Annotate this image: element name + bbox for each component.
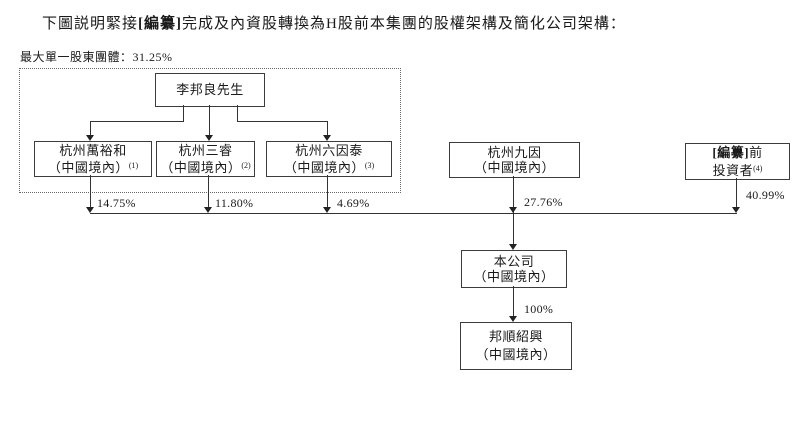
arrow-down-icon — [509, 316, 517, 322]
company-location: （中國境內） — [473, 269, 555, 284]
connector-line — [90, 121, 91, 136]
company-name: 杭州三睿 — [178, 142, 233, 158]
ownership-pct-label: 4.69% — [337, 196, 370, 210]
name-text: 前 — [749, 145, 763, 160]
footnote-ref: (4) — [753, 163, 763, 173]
largest-shareholder-group-outline — [19, 68, 401, 193]
node-hangzhou-jiuyin: 杭州九因 （中國境內） — [449, 142, 580, 178]
connector-line — [327, 121, 328, 136]
page-title: 下圖説明緊接[編纂]完成及內資股轉換為H股前本集團的股權架構及簡化公司架構： — [42, 12, 626, 33]
arrow-down-icon — [205, 135, 213, 141]
company-name: 邦順紹興 — [488, 329, 543, 344]
connector-line — [208, 175, 209, 208]
title-text-prefix: 下圖説明緊接 — [42, 16, 139, 32]
location-text: （中國境內） — [283, 160, 365, 175]
title-redacted-marker: [編纂] — [138, 16, 183, 32]
company-name: [編纂]前 — [686, 145, 789, 161]
connector-line — [237, 121, 328, 122]
name-text: 投資者 — [712, 162, 754, 178]
ownership-pct-label: 27.76% — [524, 195, 563, 209]
arrow-down-icon — [86, 135, 94, 141]
owner-name: 李邦良先生 — [176, 82, 244, 98]
title-text-suffix: 完成及內資股轉換為H股前本集團的股權架構及簡化公司架構： — [182, 16, 626, 32]
arrow-down-icon — [86, 207, 94, 213]
node-owner: 李邦良先生 — [155, 73, 265, 107]
arrow-down-icon — [323, 135, 331, 141]
ownership-pct-label: 100% — [524, 302, 554, 316]
arrow-down-icon — [323, 207, 331, 213]
arrow-down-icon — [204, 207, 212, 213]
connector-line — [90, 121, 184, 122]
company-name: 本公司 — [493, 253, 535, 269]
node-hangzhou-sanrui: 杭州三睿 （中國境內）(2) — [156, 141, 255, 177]
redacted-marker: [編纂] — [712, 145, 750, 160]
company-location: （中國境內）(3) — [267, 158, 391, 176]
arrow-down-icon — [509, 244, 517, 250]
footnote-ref: (1) — [128, 161, 139, 170]
connector-line — [209, 105, 210, 136]
largest-shareholder-group-label: 最大單一股東團體：31.25% — [20, 50, 173, 64]
company-location: （中國境內） — [473, 160, 555, 175]
connector-line — [90, 175, 91, 208]
node-hangzhou-liuyintai: 杭州六因泰 （中國境內）(3) — [266, 141, 392, 177]
connector-line — [183, 105, 184, 121]
connector-line — [237, 105, 238, 121]
company-name-line2: 投資者(4) — [686, 161, 789, 179]
ownership-pct-label: 40.99% — [746, 188, 785, 202]
company-name: 杭州萬裕和 — [59, 142, 127, 158]
ownership-pct-label: 11.80% — [215, 196, 254, 210]
ownership-pct-label: 14.75% — [97, 196, 136, 210]
company-location: （中國境內）(2) — [157, 158, 254, 176]
company-name: 杭州九因 — [487, 144, 542, 160]
footnote-ref: (2) — [241, 161, 251, 170]
arrow-down-icon — [732, 207, 740, 213]
node-bangshun-shaoxing: 邦順紹興 （中國境內） — [460, 322, 572, 370]
company-location: （中國境內）(1) — [35, 158, 151, 176]
arrow-down-icon — [509, 207, 517, 213]
node-pre-listing-investors: [編纂]前 投資者(4) — [685, 143, 790, 180]
location-text: （中國境內） — [160, 160, 242, 175]
node-our-company: 本公司 （中國境內） — [461, 250, 567, 288]
company-location: （中國境內） — [475, 347, 557, 362]
connector-line — [736, 178, 737, 208]
connector-line — [327, 175, 328, 208]
location-text: （中國境內） — [47, 160, 129, 175]
connector-bus-line — [90, 213, 737, 214]
node-hangzhou-wanyuhe: 杭州萬裕和 （中國境內）(1) — [34, 141, 152, 177]
company-name: 杭州六因泰 — [295, 142, 363, 158]
footnote-ref: (3) — [364, 161, 375, 170]
connector-line — [513, 286, 514, 317]
